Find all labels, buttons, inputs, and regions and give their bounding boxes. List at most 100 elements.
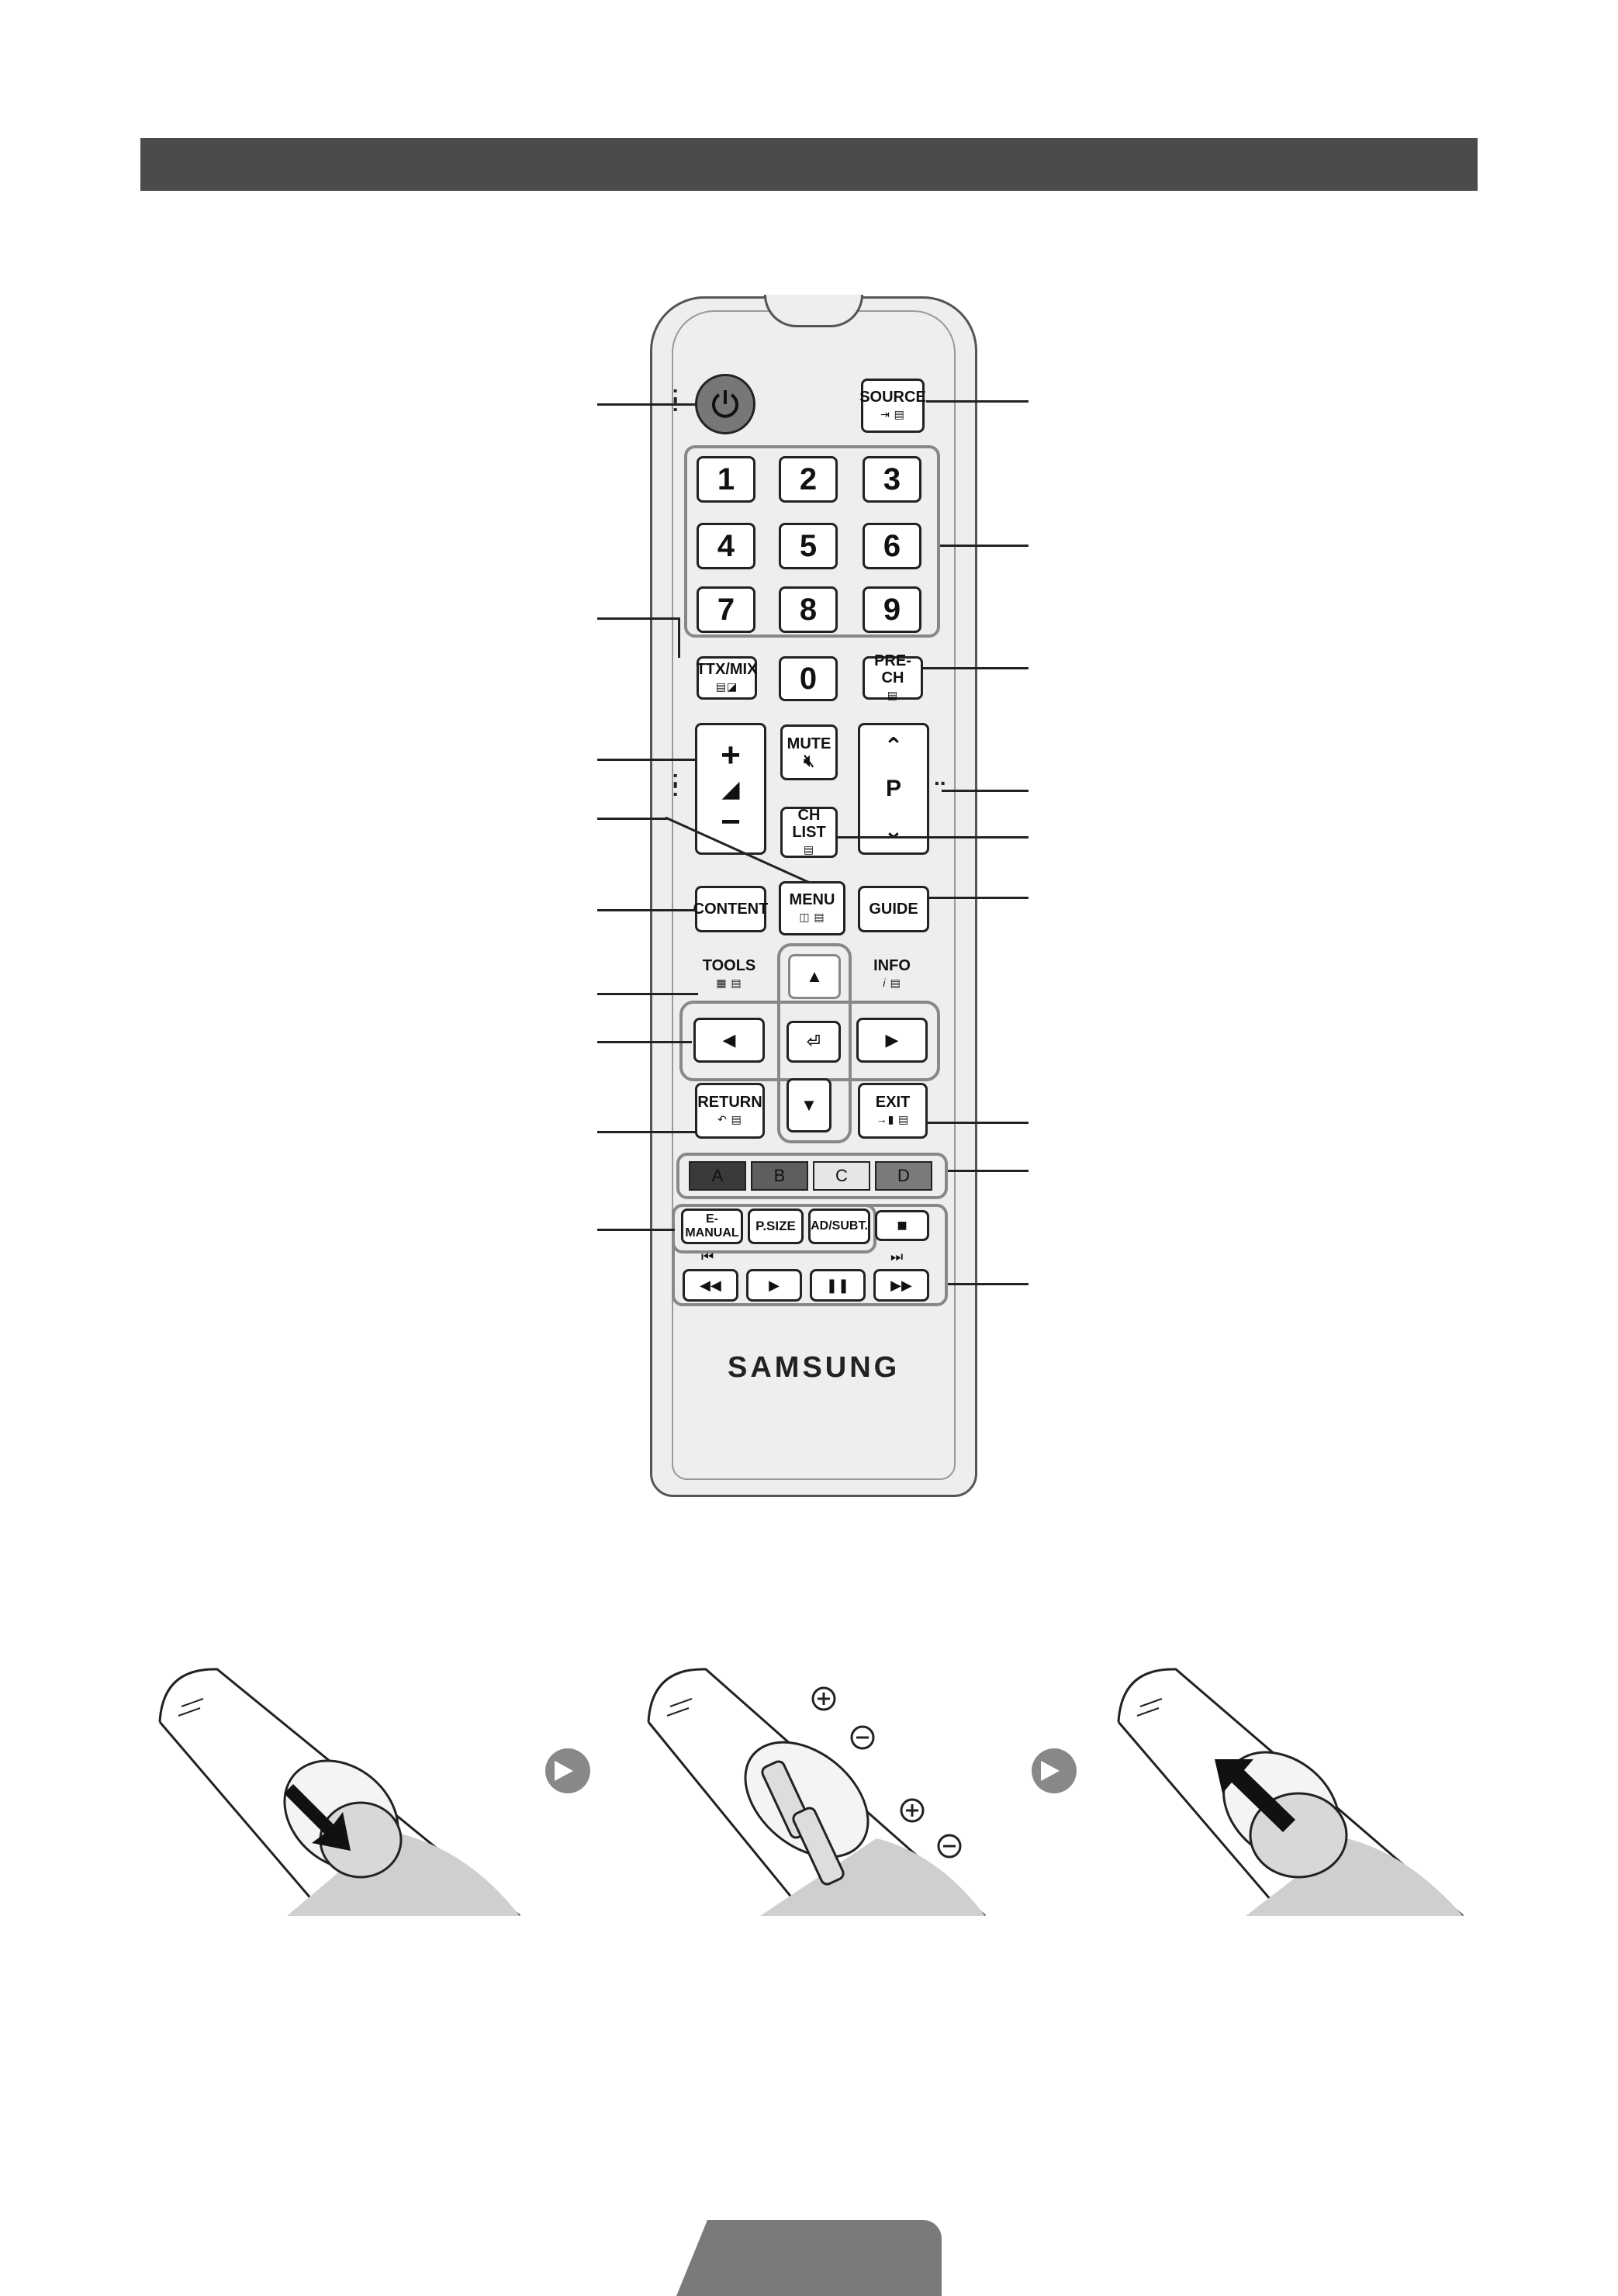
e-manual-button[interactable]: E-MANUAL [681, 1209, 743, 1244]
dpad-right-button[interactable]: ▶ [856, 1018, 928, 1063]
section-header-bar [140, 138, 1478, 191]
menu-icon: ◫ ▤ [799, 911, 825, 923]
number-button-8[interactable]: 8 [779, 586, 838, 633]
info-button[interactable]: INFO 𝑖 ▤ [864, 957, 920, 991]
menu-button[interactable]: MENU ◫ ▤ [779, 881, 845, 935]
fast-forward-button[interactable]: ▶▶ [873, 1269, 929, 1302]
volume-down[interactable]: − [721, 803, 741, 841]
pre-ch-button[interactable]: PRE-CH ▤ [863, 652, 923, 701]
callout-power [597, 403, 695, 406]
volume-indicator-dots: :: [672, 766, 679, 800]
guide-button[interactable]: GUIDE [858, 886, 929, 932]
content-button[interactable]: CONTENT [693, 886, 768, 932]
callout-content [597, 909, 695, 911]
callout-numbers [940, 545, 1029, 547]
dpad-left-button[interactable]: ◀ [693, 1018, 765, 1063]
exit-icon: →▮ ▤ [876, 1113, 910, 1126]
callout-ttx-v [678, 617, 680, 658]
stop-icon: ■ [897, 1215, 908, 1235]
number-button-4[interactable]: 4 [697, 523, 755, 569]
power-indicator-dots: :: [672, 381, 679, 415]
arrow-left-icon: ◀ [722, 1030, 736, 1049]
arrow-right-icon: ▶ [885, 1030, 899, 1049]
callout-ch-list [838, 836, 1029, 839]
channel-up-icon[interactable]: ⌃ [883, 734, 904, 759]
callout-dpad [597, 1041, 692, 1043]
skip-back-icon: ⏮ [701, 1249, 714, 1264]
pause-icon: ❚❚ [825, 1277, 850, 1293]
pre-ch-icon: ▤ [887, 689, 899, 701]
dpad-vertical-frame [777, 943, 852, 1143]
number-button-5[interactable]: 5 [779, 523, 838, 569]
callout-guide [929, 897, 1029, 899]
number-buttons-group [684, 445, 940, 638]
battery-step-3-illustration [1114, 1660, 1548, 1916]
number-button-2[interactable]: 2 [779, 456, 838, 503]
number-button-1[interactable]: 1 [697, 456, 755, 503]
channel-rocker[interactable]: ⌃ P ⌄ [858, 723, 929, 855]
rewind-icon: ◀◀ [700, 1277, 721, 1293]
volume-icon: ◢ [721, 776, 740, 802]
media-buttons-group [672, 1204, 948, 1306]
enter-button[interactable]: ⏎ [787, 1021, 841, 1063]
callout-source [926, 400, 1029, 403]
channel-down-icon[interactable]: ⌄ [883, 818, 904, 844]
ch-list-icon: ▤ [803, 843, 815, 856]
number-button-9[interactable]: 9 [863, 586, 921, 633]
tools-button[interactable]: TOOLS ▦ ▤ [701, 957, 757, 991]
number-button-7[interactable]: 7 [697, 586, 755, 633]
color-button-d[interactable]: D [875, 1161, 932, 1191]
callout-menu-h [597, 818, 667, 820]
callout-function [597, 1229, 675, 1231]
stop-button[interactable]: ■ [875, 1210, 929, 1241]
tools-icon: ▦ ▤ [716, 977, 742, 989]
mute-icon: 🔇︎ [804, 751, 814, 770]
color-button-b[interactable]: B [751, 1161, 808, 1191]
enter-icon: ⏎ [806, 1032, 821, 1051]
dpad-up-button[interactable]: ▲ [788, 954, 841, 999]
arrow-down-icon: ▼ [800, 1095, 818, 1115]
number-button-0[interactable]: 0 [779, 656, 838, 701]
callout-media [948, 1283, 1029, 1285]
next-step-arrow-icon-1 [545, 1748, 590, 1793]
number-button-6[interactable]: 6 [863, 523, 921, 569]
power-button[interactable] [695, 374, 755, 434]
info-icon: 𝑖 ▤ [883, 977, 901, 989]
rewind-button[interactable]: ◀◀ [683, 1269, 738, 1302]
arrow-up-icon: ▲ [806, 966, 823, 986]
return-button[interactable]: RETURN ↶ ▤ [695, 1083, 765, 1139]
p-size-button[interactable]: P.SIZE [748, 1209, 804, 1244]
source-icon: ⇥ ▤ [880, 408, 905, 420]
play-button[interactable]: ▶ [746, 1269, 802, 1302]
color-buttons-group [676, 1153, 948, 1199]
callout-channel [942, 790, 1029, 792]
source-button[interactable]: SOURCE ⇥ ▤ [859, 379, 926, 433]
color-button-c[interactable]: C [813, 1161, 870, 1191]
volume-rocker[interactable]: + ◢ − [695, 723, 766, 855]
page-number-tab [676, 2220, 942, 2296]
callout-exit [928, 1122, 1029, 1124]
number-button-3[interactable]: 3 [863, 456, 921, 503]
volume-up[interactable]: + [721, 736, 741, 774]
callout-ttx-h1 [597, 617, 679, 620]
teletext-icon: ▤◪ [715, 680, 738, 693]
ttx-mix-button[interactable]: TTX/MIX ▤◪ [697, 656, 757, 700]
callout-tools [597, 993, 698, 995]
fast-forward-icon: ▶▶ [890, 1277, 912, 1293]
color-button-a[interactable]: A [689, 1161, 746, 1191]
return-icon: ↶ ▤ [717, 1113, 742, 1126]
ad-subt-button[interactable]: AD/SUBT. [808, 1209, 870, 1244]
ch-list-button[interactable]: CH LIST ▤ [780, 807, 838, 858]
brand-logo: SAMSUNG [728, 1351, 901, 1384]
channel-label: P [885, 776, 901, 801]
callout-pre-ch [923, 667, 1029, 669]
pause-button[interactable]: ❚❚ [810, 1269, 866, 1302]
dpad-down-button[interactable]: ▼ [787, 1078, 831, 1132]
power-icon [712, 390, 738, 418]
callout-volume [597, 759, 695, 761]
skip-forward-icon: ⏭ [890, 1249, 904, 1264]
exit-button[interactable]: EXIT →▮ ▤ [858, 1083, 928, 1139]
battery-step-1-illustration [155, 1660, 589, 1916]
channel-indicator-dots: .. [934, 766, 946, 790]
mute-button[interactable]: MUTE 🔇︎ [780, 724, 838, 780]
